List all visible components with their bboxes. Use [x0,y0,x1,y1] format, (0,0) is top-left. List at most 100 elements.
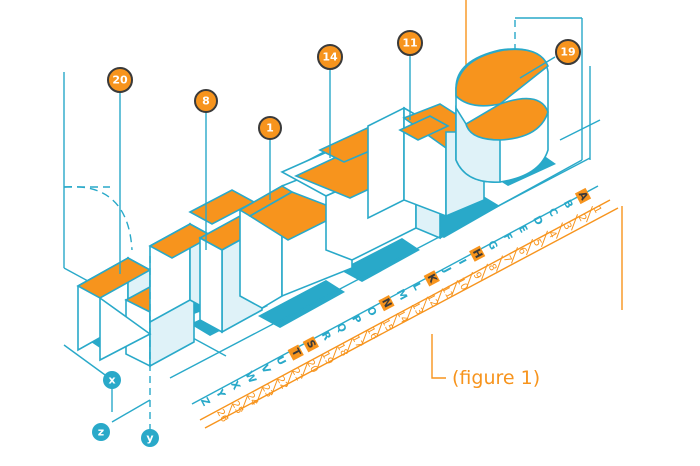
axis-x-badge: x [103,371,121,389]
highlight-t [287,344,304,361]
highlight-a [574,187,592,205]
ruler-tick [541,230,548,248]
highlight-h [469,245,486,262]
number-ruler: 1234567891011121314151617181920212223242… [214,205,603,425]
ruler-tick [271,378,278,396]
ruler-number-4: 4 [546,229,559,240]
ruler-tick [406,304,413,322]
ruler-number-13: 13 [409,301,425,317]
svg-text:1: 1 [266,122,274,135]
ruler-number-3: 3 [561,221,574,232]
ruler-letter-i: I [456,257,468,266]
ruler-letter-g: G [485,239,500,252]
ruler-letter-j: J [440,265,453,275]
ruler-number-18: 18 [334,342,350,358]
shadow-n [340,238,420,282]
callout-14: 14 [317,44,343,70]
ruler-tick [481,263,488,280]
ruler-number-24: 24 [244,391,260,407]
ruler-number-25: 25 [229,400,245,416]
highlight-k [423,270,440,287]
ruler-number-19: 19 [319,350,335,366]
ruler-letter-r: R [319,330,333,343]
ruler-tick [346,337,353,355]
ruler-letter-y: Y [213,387,228,401]
ruler-tick [451,280,458,297]
ruler-number-6: 6 [516,246,529,257]
ruler-tick [526,238,533,256]
ruler-tick [301,362,308,379]
ruler-tick [571,214,578,231]
ruler-tick [331,346,338,363]
ruler-letter-f: F [500,231,514,243]
ruler-number-23: 23 [259,383,275,399]
svg-text:z: z [98,426,104,439]
svg-text:19: 19 [560,46,575,59]
callout-pins: 20 8 1 14 11 19 [107,30,581,274]
svg-text:20: 20 [112,74,128,87]
highlight-n [378,295,395,312]
ruler-tick [496,255,503,272]
highlight-s [302,336,319,353]
ruler-tick [286,370,293,388]
ruler-number-1: 1 [591,205,604,216]
ruler-letter-w: W [242,369,258,385]
ruler-number-22: 22 [274,375,290,391]
ruler-letter-n: N [379,296,394,309]
svg-text:8: 8 [202,95,210,108]
ruler-tick [391,313,398,330]
figure-leader [431,334,446,379]
ruler-number-21: 21 [289,367,305,383]
callout-19: 19 [555,39,581,65]
ruler-tick [376,321,383,338]
ruler-letter-q: Q [334,321,349,335]
callout-20: 20 [107,67,133,93]
axis-y-badge: y [141,429,159,447]
svg-text:11: 11 [402,37,417,50]
ruler-number-15: 15 [379,317,395,333]
dashed-arc [63,185,133,251]
svg-text:y: y [146,432,153,445]
ruler-tick [466,271,473,289]
ruler-letter-p: P [349,313,363,326]
letter-s-block [455,48,549,183]
ruler-number-26: 26 [214,408,230,424]
ruler-tick [556,222,563,239]
ruler-tick [436,288,443,305]
ruler-letter-c: C [546,206,560,219]
callout-8: 8 [194,89,218,113]
svg-text:x: x [108,374,115,387]
ruler-number-12: 12 [424,292,440,308]
z-axis-line [111,399,151,423]
ruler-letter-v: V [258,363,273,377]
ruler-number-8: 8 [486,262,499,273]
ruler-number-11: 11 [439,284,455,300]
ruler-tick [226,403,233,421]
axis-origin: x z y [63,256,159,447]
ruler-tick [586,205,593,223]
ruler-letter-m: M [394,287,410,302]
ruler-letter-b: B [561,198,575,211]
ruler-tick [256,387,263,404]
ruler-tick [316,354,323,371]
ruler-lines [169,157,623,429]
ruler-number-9: 9 [471,271,484,282]
ruler-tick [421,296,428,313]
ruler-tick [361,329,368,346]
ruler-letter-u: U [273,354,288,367]
ruler-number-20: 20 [304,358,320,374]
callout-1: 1 [258,116,282,140]
ruler-number-10: 10 [454,276,470,292]
ruler-number-2: 2 [576,213,589,224]
right-tick [559,119,601,141]
axis-z-badge: z [92,423,110,441]
ruler-tick [241,395,248,412]
shadow-a [258,280,345,328]
ruler-number-5: 5 [531,238,544,249]
ruler-number-16: 16 [364,325,380,341]
ruler-letter-o: O [364,305,379,319]
ruler-letter-d: D [530,214,545,228]
ruler-letter-l: L [410,281,424,293]
